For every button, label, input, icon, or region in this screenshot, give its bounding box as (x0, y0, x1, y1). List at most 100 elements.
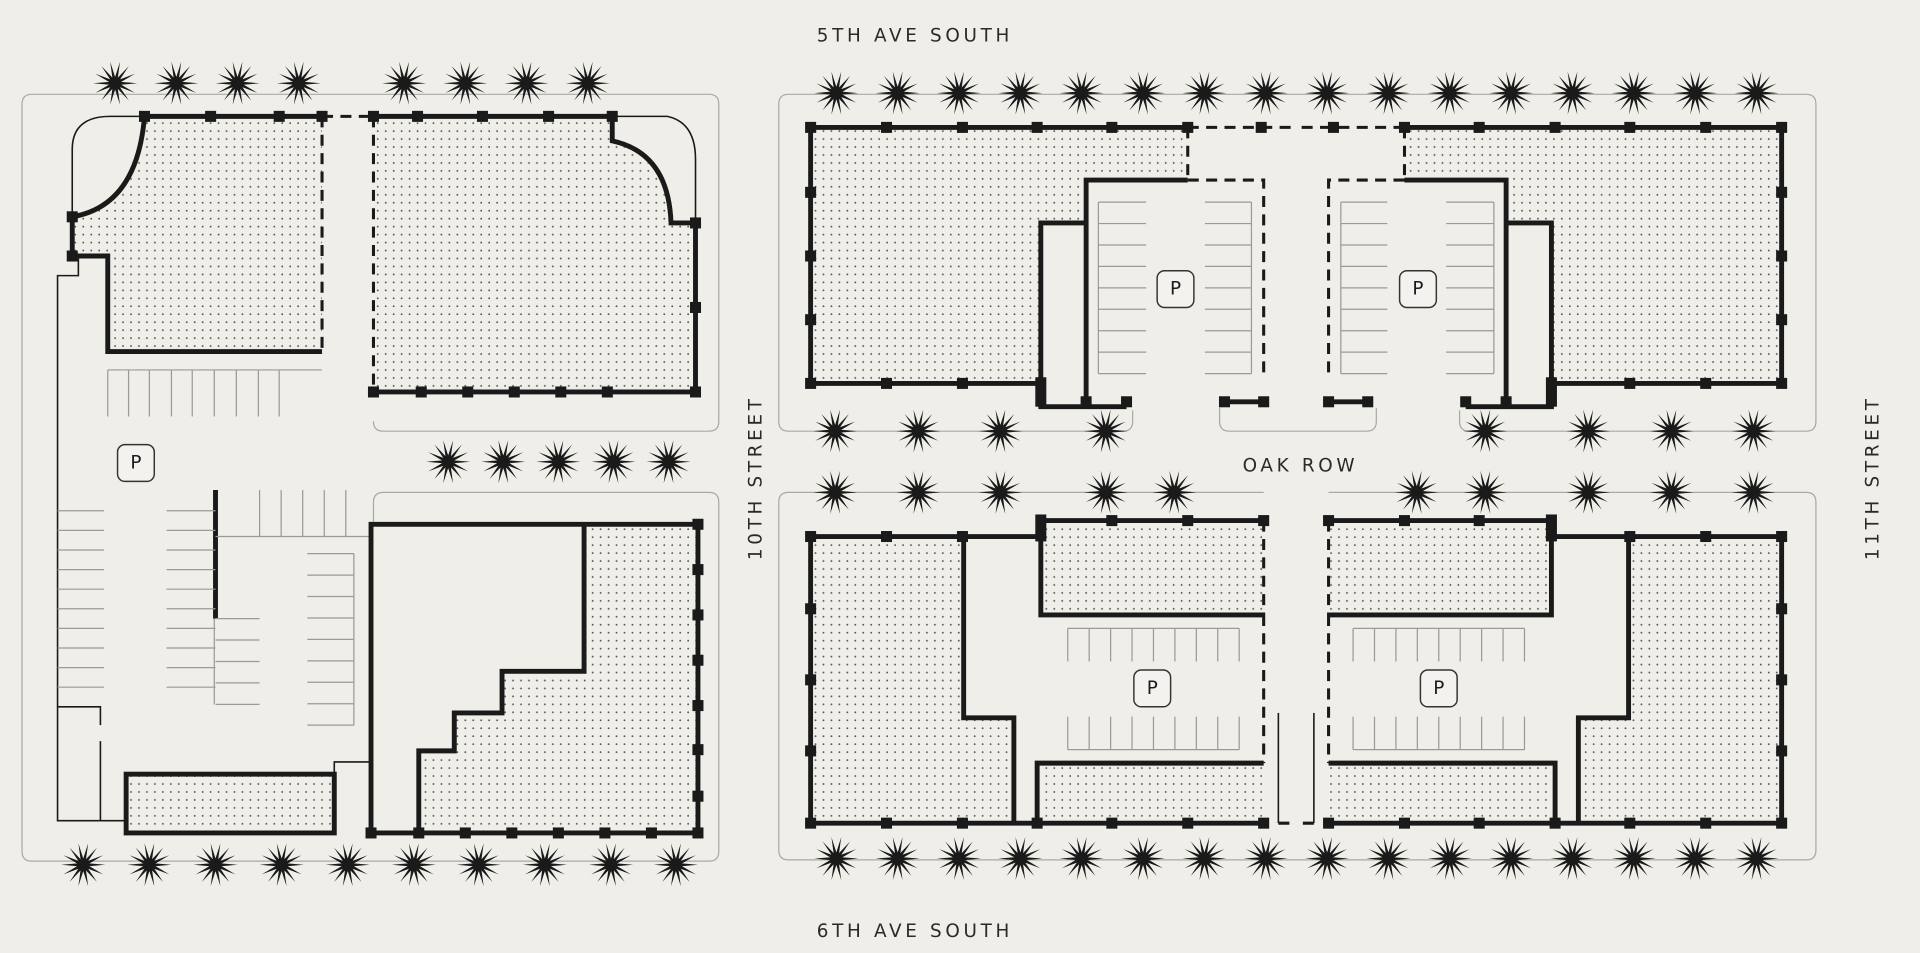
column-marker (1776, 531, 1788, 543)
column-marker (1700, 121, 1712, 133)
column-marker (1776, 377, 1788, 389)
tree-icon (1731, 470, 1776, 514)
column-marker (805, 121, 817, 133)
column-marker (1473, 817, 1485, 829)
tree-icon (998, 837, 1043, 881)
column-marker (690, 386, 702, 398)
tree-icon (456, 843, 501, 887)
tree-icon (588, 843, 634, 887)
column-marker (692, 518, 704, 530)
column-marker (476, 110, 488, 122)
column-marker (881, 531, 893, 543)
column-marker (1549, 121, 1561, 133)
street-label-10th-street: 10TH STREET (746, 395, 767, 560)
column-marker (805, 377, 817, 389)
tree-icon (813, 409, 858, 453)
building-wall (123, 771, 337, 836)
tree-icon (1611, 71, 1656, 115)
tree-icon (646, 440, 691, 484)
lot-outline (1218, 407, 1377, 432)
column-marker (1106, 515, 1118, 527)
column-marker (692, 609, 704, 621)
tree-icon (1394, 470, 1439, 514)
column-marker (881, 121, 893, 133)
column-marker (1776, 121, 1788, 133)
tree-icon (1463, 470, 1508, 514)
column-marker (508, 386, 520, 398)
tree-icon (896, 409, 941, 453)
column-marker (543, 110, 555, 122)
column-marker (692, 827, 704, 839)
column-marker (805, 250, 817, 262)
tree-icon (215, 61, 260, 105)
column-marker (1776, 674, 1788, 686)
parking-sign-label: P (130, 453, 141, 474)
east-blocks (778, 93, 1817, 861)
tree-icon (522, 843, 567, 887)
column-marker (1776, 250, 1788, 262)
column-marker (552, 827, 564, 839)
tree-icon (896, 470, 941, 514)
tree-icon (1427, 837, 1472, 881)
column-marker (1182, 515, 1194, 527)
tree-icon (443, 61, 488, 105)
tree-icon (391, 843, 436, 887)
tree-icon (875, 71, 920, 115)
tree-icon (276, 61, 321, 105)
column-marker (138, 110, 150, 122)
column-marker (1624, 377, 1636, 389)
column-marker (1080, 396, 1092, 408)
column-marker (459, 827, 471, 839)
building-wall (69, 113, 323, 355)
column-marker (1182, 121, 1194, 133)
column-marker (1327, 121, 1339, 133)
street-label-oak-row: OAK ROW (1243, 456, 1359, 477)
column-marker (1624, 121, 1636, 133)
tree-icon (1550, 837, 1595, 881)
tree-icon (481, 440, 526, 484)
column-marker (1255, 121, 1267, 133)
column-marker (66, 250, 78, 262)
tree-icon (1611, 837, 1656, 881)
tree-icon (1489, 71, 1534, 115)
column-marker (1121, 396, 1133, 408)
column-marker (645, 827, 657, 839)
column-marker (66, 211, 78, 223)
west-block (21, 93, 720, 862)
lot-outline (778, 491, 1817, 861)
tree-icon (1083, 409, 1128, 453)
tree-icon (504, 61, 549, 105)
column-marker (692, 564, 704, 576)
tree-icon (653, 843, 698, 887)
tree-icon (1366, 71, 1411, 115)
column-marker (690, 301, 702, 313)
column-marker (1473, 121, 1485, 133)
column-marker (805, 674, 817, 686)
column-marker (1258, 396, 1270, 408)
tree-icon (1182, 837, 1227, 881)
column-marker (555, 386, 567, 398)
street-label-6th-ave-south: 6TH AVE SOUTH (817, 921, 1013, 942)
parking-sign-label: P (1433, 678, 1444, 699)
column-marker (606, 110, 618, 122)
column-marker (1398, 817, 1410, 829)
tree-icon (978, 409, 1023, 453)
column-marker (1106, 817, 1118, 829)
tree-icon (1243, 837, 1288, 881)
tree-icon (382, 61, 427, 105)
building-wall (808, 124, 1188, 410)
column-marker (805, 817, 817, 829)
parking-sign: P (1419, 669, 1458, 708)
parking-sign: P (116, 443, 156, 483)
column-marker (1031, 817, 1043, 829)
column-marker (601, 386, 613, 398)
tree-icon (259, 843, 304, 887)
tree-icon (536, 440, 581, 484)
column-marker (1031, 121, 1043, 133)
column-marker (1398, 121, 1410, 133)
column-marker (692, 654, 704, 666)
parking-sign-label: P (1412, 279, 1423, 300)
tree-icon (1489, 837, 1534, 881)
tree-icon (1121, 71, 1166, 115)
column-marker (690, 217, 702, 229)
